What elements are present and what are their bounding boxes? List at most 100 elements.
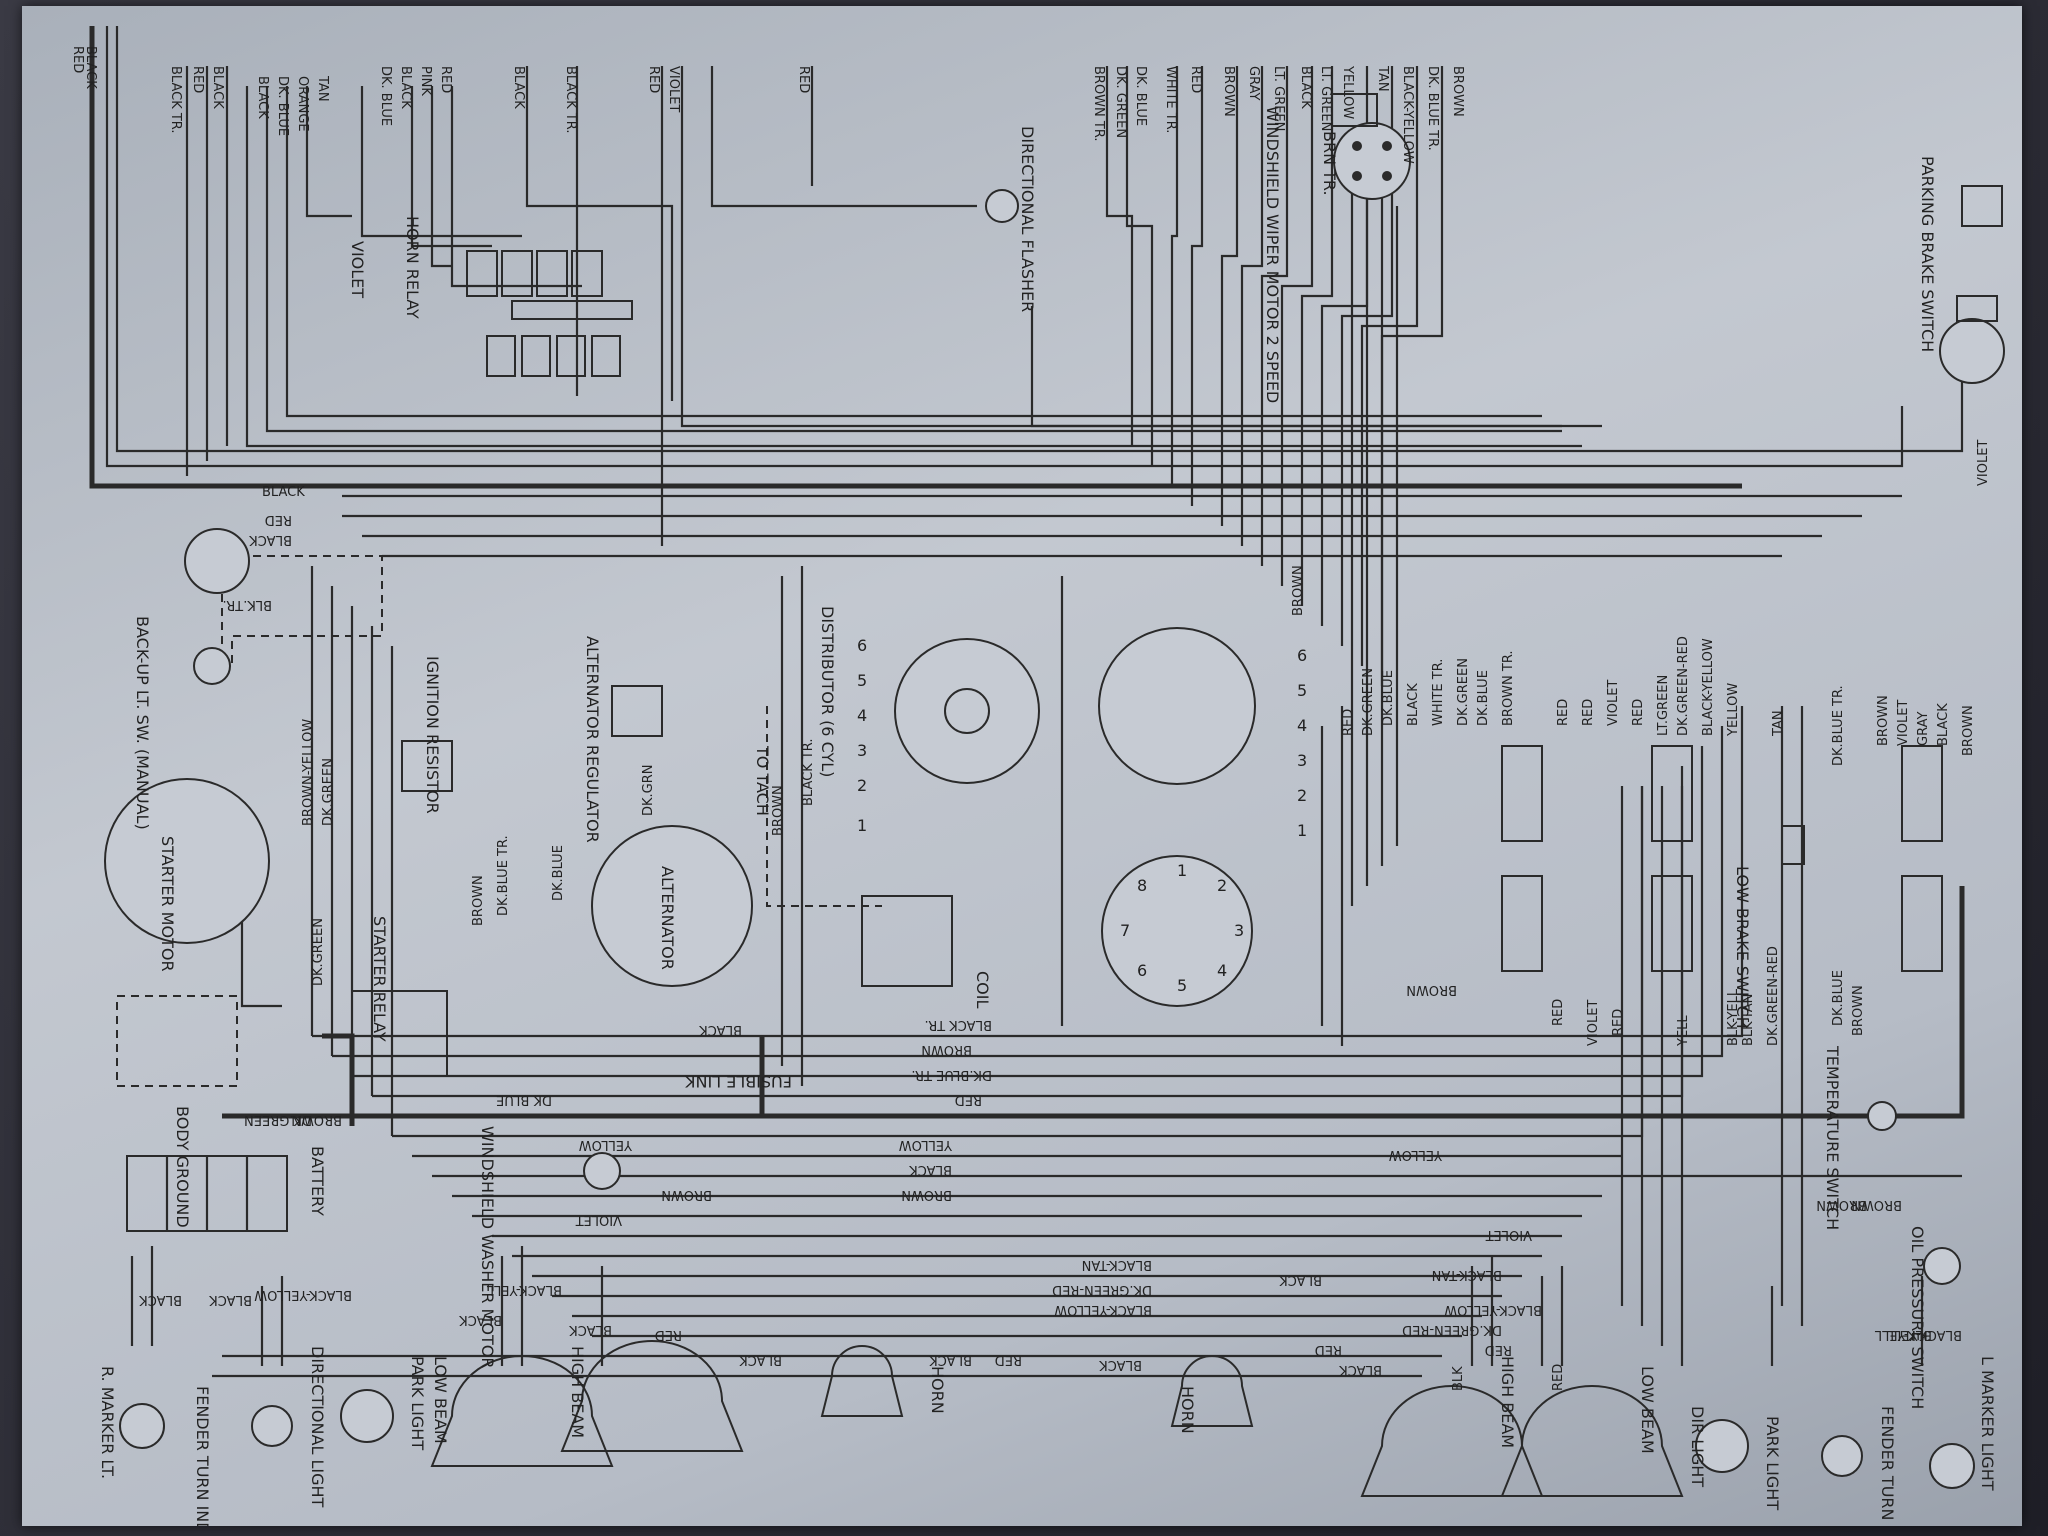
component-label-4: BRN TR. xyxy=(1320,131,1339,196)
component-label-21: OIL PRESSURE SWITCH xyxy=(1908,1226,1927,1409)
component-label-14: STARTER RELAY xyxy=(370,916,389,1042)
starter-solenoid xyxy=(116,995,238,1087)
horizontal-label-31: RED xyxy=(1485,1342,1512,1357)
horizontal-label-9: YELLOW xyxy=(1389,1147,1443,1162)
battery xyxy=(126,1155,288,1232)
dist-terminal-5: 6 xyxy=(857,636,867,655)
wire-label-11: PINK xyxy=(418,66,433,96)
horizontal-label-14: VIOLET xyxy=(1486,1227,1532,1242)
wire-label-5: BLACK xyxy=(255,76,270,119)
horizontal-label-13: VIOLET xyxy=(576,1212,622,1227)
dist-terminal-3: 4 xyxy=(857,706,867,725)
mid-label-44: BLK-TAN xyxy=(1741,994,1756,1046)
wire-label-26: BLACK xyxy=(1298,66,1313,109)
low-brake-switch xyxy=(1781,825,1805,865)
horizontal-label-33: BLACK xyxy=(569,1322,612,1337)
component-label-22: HORN xyxy=(928,1366,947,1414)
component-label-29: HIGH BEAM xyxy=(568,1346,587,1438)
windshield-wiper-motor xyxy=(1331,93,1411,200)
mid-label-27: LT.GREEN xyxy=(1656,675,1671,736)
distributor-cap-v8 xyxy=(1098,627,1256,785)
horizontal-label-11: BROWN xyxy=(901,1187,952,1202)
component-label-25: FENDER TURN IND. xyxy=(193,1386,212,1526)
ignition-resistor xyxy=(401,740,453,792)
firing-number-4: 5 xyxy=(1177,976,1187,995)
headlamp-right-inner xyxy=(1360,1385,1544,1497)
mid-label-31: TAN xyxy=(1771,710,1786,737)
mid-label-15: RED xyxy=(1341,709,1356,736)
back-up-light-switch-manual xyxy=(193,647,231,685)
headlamp-right-outer xyxy=(1500,1385,1684,1497)
horizontal-label-23: BLACK-YELL xyxy=(1886,1327,1962,1342)
wire-label-27: LT. GREEN xyxy=(1318,66,1333,131)
mid-label-35: GRAY xyxy=(1916,712,1931,746)
horizontal-label-0: BLACK TR. xyxy=(924,1017,992,1032)
wire-label-24: GRAY xyxy=(1246,66,1261,100)
horizontal-label-32: BLACK xyxy=(1279,1272,1322,1287)
wire-label-19: DK. GREEN xyxy=(1113,66,1128,138)
dist-terminal-r-0: 1 xyxy=(1297,821,1307,840)
dist-terminal-r-3: 4 xyxy=(1297,716,1307,735)
mid-label-33: BROWN xyxy=(1876,695,1891,746)
mid-label-38: BROWN xyxy=(1406,982,1457,997)
mid-label-37: BROWN xyxy=(1961,705,1976,756)
wire-label-16: VIOLET xyxy=(666,66,681,112)
mid-label-0: BLACK xyxy=(249,532,292,547)
mid-label-21: DK.BLUE xyxy=(1476,670,1491,726)
mid-label-1: RED xyxy=(265,512,292,527)
wire-label-8: TAN xyxy=(315,75,330,102)
horizontal-label-38: BLK-YELL xyxy=(1874,1327,1932,1342)
component-label-0: HORN RELAY xyxy=(403,216,422,319)
mid-label-41: RED xyxy=(1611,1009,1626,1036)
mid-label-25: VIOLET xyxy=(1606,680,1621,726)
oil-pressure-switch xyxy=(1923,1247,1961,1285)
component-label-30: HIGH BEAM xyxy=(1498,1356,1517,1448)
mid-label-29: BLACK-YELLOW xyxy=(1701,638,1716,736)
mid-label-18: BLACK xyxy=(1406,683,1421,726)
mid-label-24: RED xyxy=(1581,699,1596,726)
connector-blocks xyxy=(1501,745,1943,972)
mid-label-9: DK.BLUE TR. xyxy=(496,835,511,916)
mid-label-16: DK.GREEN xyxy=(1361,668,1376,736)
mid-label-40: VIOLET xyxy=(1586,1000,1601,1046)
component-label-13: COIL xyxy=(973,971,992,1008)
horizontal-label-4: BLACK xyxy=(699,1022,742,1037)
wire-label-7: ORANGE xyxy=(295,76,310,132)
wire-label-30: BLACK-YELLOW xyxy=(1400,66,1415,164)
horizontal-label-19: BLACK-YELLOW xyxy=(1444,1302,1542,1317)
wire-label-0: RED xyxy=(70,46,85,73)
mid-label-17: DK.BLUE xyxy=(1381,670,1396,726)
mid-label-36: BLACK xyxy=(1936,703,1951,746)
mid-label-14: BROWN xyxy=(1291,565,1306,616)
component-label-24: R. MARKER LT. xyxy=(98,1366,117,1479)
component-label-15: BATTERY xyxy=(308,1146,327,1216)
dist-terminal-0: 1 xyxy=(857,816,867,835)
wire-label-4: BLACK xyxy=(210,66,225,109)
wire-label-1: BLACK xyxy=(83,46,98,89)
mid-label-13: BLACK TR. xyxy=(801,738,816,806)
horizontal-label-24: BLACK xyxy=(459,1312,502,1327)
components xyxy=(104,93,2005,1497)
firing-number-5: 6 xyxy=(1137,961,1147,980)
mid-label-7: DK.GREEN xyxy=(244,1112,312,1127)
alternator xyxy=(591,825,753,987)
component-label-6: BACK-UP LT. SW. (MANUAL) xyxy=(133,616,152,830)
wire-label-14: BLACK TR. xyxy=(563,66,578,134)
directional-flasher xyxy=(985,189,1019,223)
wiring-harness xyxy=(89,26,1965,1378)
starter-relay xyxy=(351,990,448,1077)
mid-label-45: DK.GREEN-RED xyxy=(1766,946,1781,1046)
windshield-washer-motor xyxy=(583,1152,621,1190)
horizontal-label-26: BLACK xyxy=(739,1352,782,1367)
dist-terminal-4: 5 xyxy=(857,671,867,690)
horizontal-label-3: RED xyxy=(955,1092,982,1107)
horizontal-label-28: BLACK xyxy=(1099,1357,1142,1372)
mid-label-46: DK.BLUE xyxy=(1831,970,1846,1026)
component-label-26: DIRECTIONAL LIGHT xyxy=(308,1346,327,1508)
mid-label-23: RED xyxy=(1556,699,1571,726)
mid-label-48: VIOLET xyxy=(1976,440,1991,486)
